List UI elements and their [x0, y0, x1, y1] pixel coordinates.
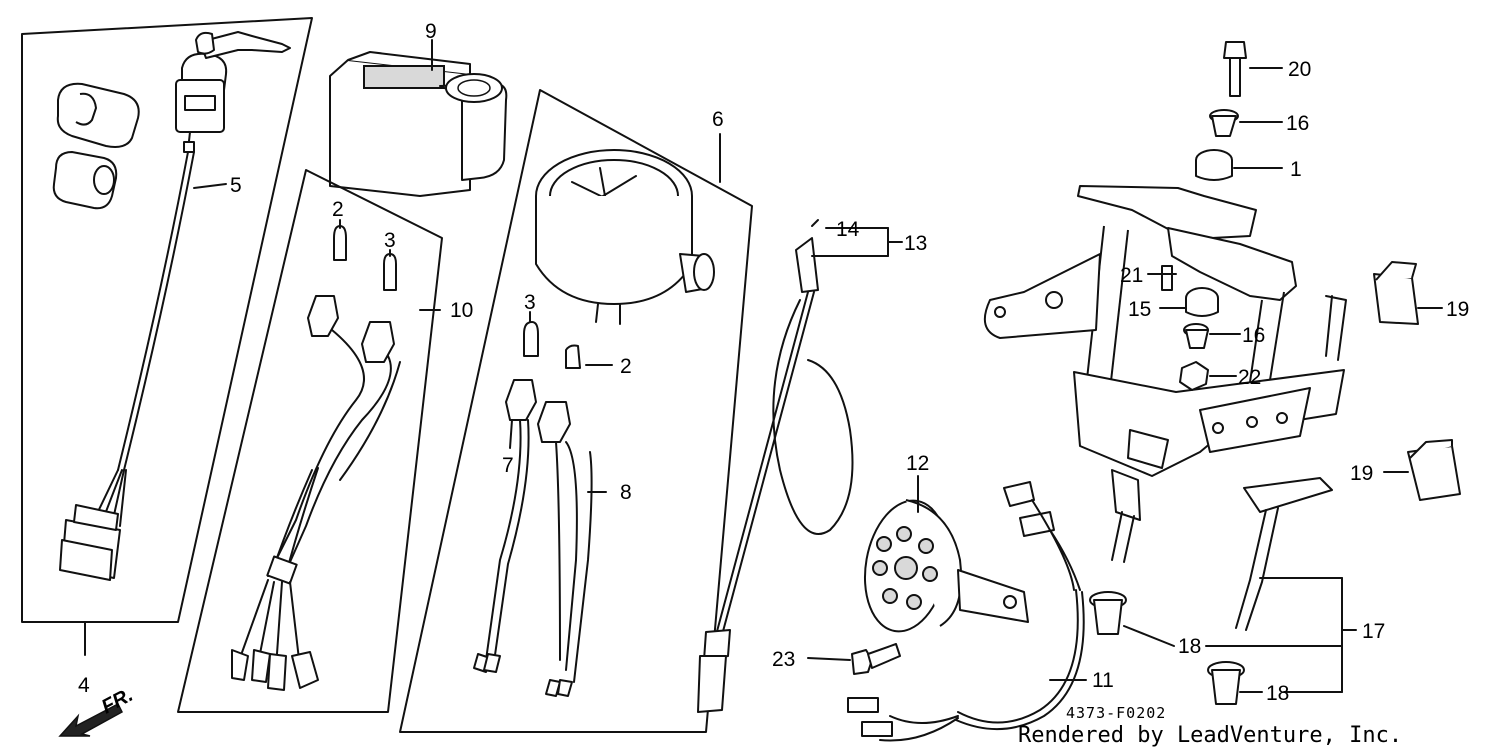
front-direction-arrow: FR.: [58, 684, 137, 737]
diagram-code: 4373-F0202: [1066, 704, 1166, 722]
label-part-1: 1: [1290, 158, 1302, 181]
label-part-16: 16: [1286, 112, 1309, 135]
label-part-13: 13: [904, 232, 927, 255]
label-part-2: 2: [620, 355, 632, 378]
label-part-2: 2: [332, 198, 344, 221]
label-part-20: 20: [1288, 58, 1311, 81]
harness-group-10: [177, 169, 443, 713]
label-part-10: 10: [450, 299, 473, 322]
label-part-6: 6: [712, 108, 724, 131]
label-part-5: 5: [230, 174, 242, 197]
part-labels: 1 2 2 3 3 4 5 6 7 8 9 10 11 12 13 14 15 …: [78, 20, 1469, 705]
label-part-19: 19: [1446, 298, 1469, 321]
leader-lines: [193, 67, 1443, 693]
label-part-11: 11: [1092, 669, 1114, 692]
ignition-switch-group: [21, 17, 313, 656]
speedometer-cable: [697, 219, 903, 713]
label-part-14: 14: [836, 218, 860, 241]
label-part-3: 3: [524, 291, 536, 314]
horn-wire: [847, 481, 1085, 742]
label-part-22: 22: [1238, 366, 1261, 389]
label-part-3: 3: [384, 229, 396, 252]
label-part-7: 7: [502, 454, 514, 477]
label-part-15: 15: [1128, 298, 1151, 321]
horn: [863, 475, 1029, 633]
label-part-16: 16: [1242, 324, 1265, 347]
label-part-9: 9: [425, 20, 437, 43]
label-part-23: 23: [772, 648, 795, 671]
label-part-8: 8: [620, 481, 632, 504]
label-part-18: 18: [1266, 682, 1289, 705]
label-part-18: 18: [1178, 635, 1201, 658]
speedometer-group-6: [399, 89, 753, 733]
meter-cover: [329, 39, 508, 197]
label-part-21: 21: [1120, 264, 1143, 287]
credit-text: Rendered by LeadVenture, Inc.: [1018, 723, 1402, 748]
label-part-12: 12: [906, 452, 929, 475]
label-part-4: 4: [78, 674, 90, 697]
label-part-19: 19: [1350, 462, 1373, 485]
label-part-17: 17: [1362, 620, 1385, 643]
meter-bracket: [851, 41, 1461, 705]
